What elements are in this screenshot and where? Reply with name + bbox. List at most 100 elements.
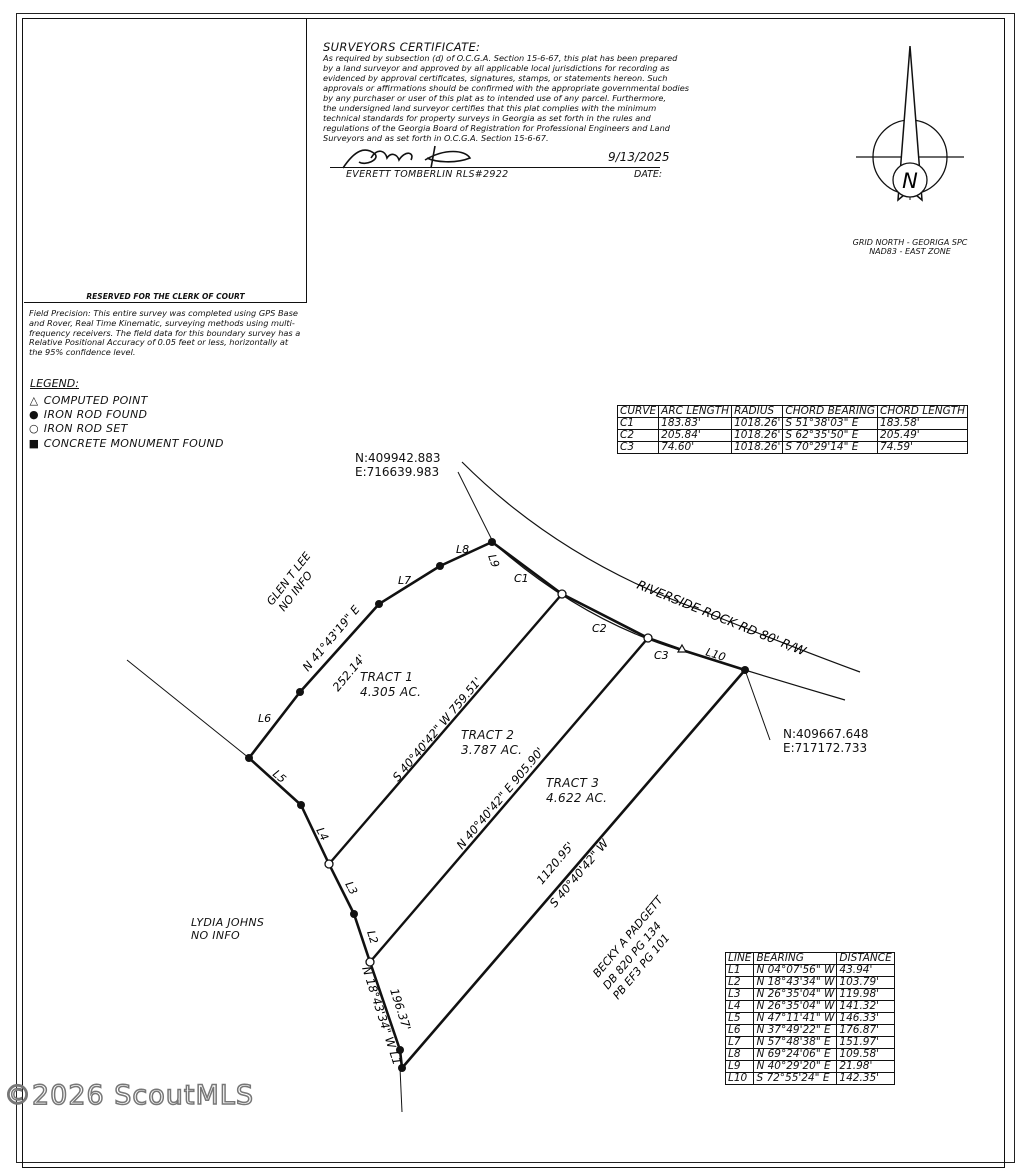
certificate-line: evidenced by approval certificates, sign… [323,73,668,83]
curve-table: CURVE ARC LENGTH RADIUS CHORD BEARING CH… [616,405,969,454]
tract-division-line-1 [328,593,563,865]
certificate-line: by a land surveyor and approved by all a… [323,63,670,73]
table-row: C3 74.60' 1018.26' S 70°29'14" E 74.59' [616,441,969,454]
surveyor-name: EVERETT TOMBERLIN RLS#2922 [346,169,509,180]
line-label-l6: L6 [258,712,271,725]
line-label-l8: L8 [456,543,469,556]
legend-label: IRON ROD SET [43,422,128,435]
tract-area: 3.787 AC. [461,743,523,757]
legend-item-iron-rod-found: ● IRON ROD FOUND [28,408,147,421]
line-label-l2: L2 [364,929,380,946]
iron-rod-set-icon [557,589,567,599]
watermark: ©2026 ScoutMLS [3,1079,254,1112]
tract-3-label: TRACT 3 4.622 AC. [546,776,607,806]
field-precision-note: Field Precision: This entire survey was … [29,308,301,358]
tract-2-label: TRACT 2 3.787 AC. [461,728,522,758]
certificate-line: the undersigned land surveyor certifies … [323,103,657,113]
table-cell: 74.59' [877,441,969,454]
north-arrow-caption: GRID NORTH - GEORIGA SPC NAD83 - EAST ZO… [830,238,990,256]
road-name: RIVERSIDE ROCK RD 80' R/W [635,577,809,659]
tract-name: TRACT 1 [360,670,414,684]
line-label-l7: L7 [398,574,411,587]
iron-rods-set [324,589,653,967]
certificate-line: approvals or affirmations should be conf… [323,83,690,93]
north-arrow-icon: N [856,45,964,202]
iron-rod-found-icon [297,801,305,809]
line-label-l4: L4 [313,825,331,843]
legend-item-iron-rod-set: ○ IRON ROD SET [28,422,128,435]
iron-rod-found-icon [741,666,749,674]
north-letter: N [902,169,918,193]
tract-name: TRACT 3 [546,776,600,790]
legend-label: CONCRETE MONUMENT FOUND [43,437,224,450]
legend-label: COMPUTED POINT [43,394,148,407]
coordinate-northing: N:409942.883 [355,451,441,465]
tract-name: TRACT 2 [461,728,515,742]
north-caption-line: NAD83 - EAST ZONE [869,247,951,256]
line-label-l5: L5 [270,767,288,785]
open-circle-icon: ○ [29,422,39,435]
computed-point-icon [676,643,688,653]
table-cell: 74.60' [658,441,733,454]
extension-line [126,659,250,759]
iron-rod-found-icon [350,910,358,918]
tract-area: 4.622 AC. [546,791,608,805]
legend-label: IRON ROD FOUND [43,408,148,421]
leader-line [744,669,771,741]
extension-line [399,1067,403,1113]
table-cell: 142.35' [836,1072,895,1085]
tract-1-label: TRACT 1 4.305 AC. [360,670,421,700]
line-label-l9: L9 [485,553,502,570]
coordinate-easting: E:716639.983 [355,465,440,479]
clerk-reserved-box [24,19,307,303]
iron-rod-found-icon [396,1046,404,1054]
coordinate-easting: E:717172.733 [783,741,868,755]
curve-label-c1: C1 [514,572,529,585]
line-label-l3: L3 [342,879,360,897]
certificate-line: Surveyors and as set forth in O.C.G.A. S… [323,133,549,143]
square-icon: ■ [28,437,40,450]
property-boundary [247,540,747,1070]
north-caption-line: GRID NORTH - GEORIGA SPC [852,238,968,247]
signature-line [330,167,660,168]
legend-item-computed-point: △ COMPUTED POINT [28,394,148,407]
iron-rod-found-icon [296,688,304,696]
owner-info: NO INFO [191,929,240,942]
iron-rod-found-icon [398,1064,406,1072]
curve-label-c2: C2 [592,622,607,635]
tract-division-line-2 [369,637,649,963]
iron-rod-found-icon [488,538,496,546]
certificate-line: As required by subsection (d) of O.C.G.A… [323,53,678,63]
legend-item-concrete-monument: ■ CONCRETE MONUMENT FOUND [28,437,224,450]
certificate-title: SURVEYORS CERTIFICATE: [323,40,481,54]
certificate-line: by any purchaser or user of this plat as… [323,93,667,103]
table-cell: L10 [724,1072,755,1085]
line-label-l10: L10 [704,645,727,664]
iron-rod-found-icon [436,562,444,570]
coordinate-top: N:409942.883 E:716639.983 [355,451,441,479]
table-cell: C3 [616,441,660,454]
owner-lydia-johns: LYDIA JOHNS NO INFO [191,916,264,942]
clerk-reserved-label: RESERVED FOR THE CLERK OF COURT [86,292,245,301]
curve-label-c3: C3 [654,649,669,662]
iron-rod-set-icon [643,633,653,643]
bearing-east-line: S 40°40'42" W [547,836,612,910]
triangle-icon: △ [29,394,39,407]
surveyor-certificate: SURVEYORS CERTIFICATE: As required by su… [323,40,728,143]
date-label: DATE: [634,169,663,180]
filled-circle-icon: ● [29,408,39,421]
bearing-tract2-line: N 40°40'42" E 905.90' [454,745,547,852]
table-header-row: CURVE ARC LENGTH RADIUS CHORD BEARING CH… [616,405,969,418]
table-header-row: LINE BEARING DISTANCE [724,952,895,965]
road-row-line-south [489,539,846,701]
iron-rod-set-icon [365,957,375,967]
legend-title: LEGEND: [30,377,79,390]
coordinate-northing: N:409667.648 [783,727,869,741]
